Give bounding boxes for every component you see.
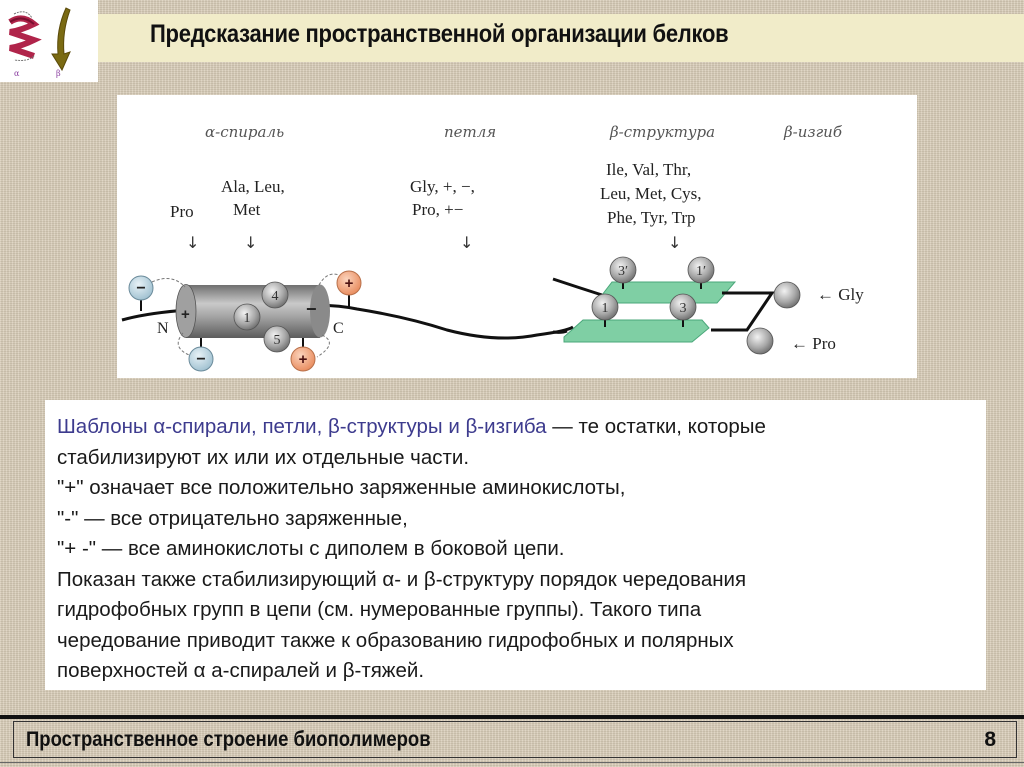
description-line: "-" — все отрицательно заряженные, xyxy=(57,506,408,530)
description-line: гидрофобных групп в цепи (см. нумерованн… xyxy=(57,598,702,621)
group-number: 1 xyxy=(602,301,609,316)
alpha-label: α xyxy=(14,69,20,78)
alpha-helix-icon xyxy=(8,11,42,61)
slide-title: Предсказание пространственной организаци… xyxy=(150,20,729,48)
positive-charge-icon xyxy=(290,346,316,372)
slide-logo: α β xyxy=(0,0,98,82)
description-box: Шаблоны α-спирали, петли, β-структуры и … xyxy=(45,400,986,690)
beta-strand-icon xyxy=(51,7,71,72)
description-line: стабилизируют их или их отдельные части. xyxy=(57,445,470,469)
beta-turn-chain xyxy=(711,291,775,332)
footer: Пространственное строение биополимеров 8 xyxy=(13,721,1017,758)
group-number: 5 xyxy=(274,333,281,348)
page-number: 8 xyxy=(984,728,996,751)
n-terminus-label: N xyxy=(157,320,169,337)
loop-residues-line2: Pro, +− xyxy=(412,200,463,219)
positive-charge-icon xyxy=(336,270,362,296)
beta-group-3 xyxy=(669,293,697,321)
charge-sign: − xyxy=(196,351,205,368)
beta-residues-line2: Leu, Met, Cys, xyxy=(600,184,702,203)
pro-sphere xyxy=(746,327,774,355)
header-alpha-helix: α-спираль xyxy=(205,123,284,141)
description-line: "+" означает все положительно заряженные… xyxy=(57,476,626,499)
helix-n-end-charge: + xyxy=(181,306,190,323)
hydrophobic-group-1 xyxy=(233,303,261,331)
helix-c-end-charge: − xyxy=(306,299,317,319)
description-line: чередование приводит также к образованию… xyxy=(57,628,734,652)
header-beta-structure: β-структура xyxy=(609,123,715,141)
bottom-divider xyxy=(0,762,1024,763)
helix-group2-line1: Ala, Leu, xyxy=(221,177,285,196)
helix-group1-residue: Pro xyxy=(170,202,194,221)
c-terminus-label: C xyxy=(333,320,344,337)
hydrophobic-group-4 xyxy=(261,281,289,309)
group-number: 4 xyxy=(272,289,279,304)
beta-label: β xyxy=(56,69,61,78)
beta-group-1-prime xyxy=(687,256,715,284)
beta-residues-line1: Ile, Val, Thr, xyxy=(606,160,691,179)
charge-sign: + xyxy=(299,351,308,368)
charge-sign: + xyxy=(345,275,354,292)
arrow-down-icon: ↓ xyxy=(668,233,681,252)
hydrophobic-group-5 xyxy=(263,325,291,353)
description-text: — те остатки, которые xyxy=(546,415,766,438)
footer-divider xyxy=(0,715,1024,719)
negative-charge-icon xyxy=(128,275,154,301)
beta-group-1 xyxy=(591,293,619,321)
helix-group2-line2: Met xyxy=(233,200,261,219)
diagram-panel: α-спираль петля β-структура β-изгиб Pro … xyxy=(117,95,917,378)
charge-sign: − xyxy=(136,280,145,297)
title-band xyxy=(98,14,1024,62)
description-line: Шаблоны α-спирали, петли, β-структуры и … xyxy=(57,412,766,443)
description-highlight: Шаблоны α-спирали, петли, β-структуры и … xyxy=(57,415,547,438)
footer-title: Пространственное строение биополимеров xyxy=(26,728,431,751)
group-number: 1 xyxy=(244,311,251,326)
description-line: Показан также стабилизирующий α- и β-стр… xyxy=(57,567,747,591)
gly-sphere xyxy=(773,281,801,309)
description-line: "+ -" — все аминокислоты с диполем в бок… xyxy=(57,537,565,560)
group-number: 3 xyxy=(680,301,687,316)
description-line: поверхностей α а-спиралей и β-тяжей. xyxy=(57,659,425,682)
group-number: 1′ xyxy=(696,264,706,279)
arrow-down-icon: ↓ xyxy=(186,233,199,252)
beta-turn-gly-label: ← Gly xyxy=(817,285,864,304)
arrow-down-icon: ↓ xyxy=(244,233,257,252)
beta-sheet-top xyxy=(601,281,737,304)
arrow-down-icon: ↓ xyxy=(460,233,473,252)
beta-residues-line3: Phe, Tyr, Trp xyxy=(607,208,696,227)
beta-group-3-prime xyxy=(609,256,637,284)
header-beta-turn: β-изгиб xyxy=(783,123,843,141)
group-number: 3′ xyxy=(618,264,628,279)
negative-charge-icon xyxy=(188,346,214,372)
header-loop: петля xyxy=(444,123,496,141)
beta-sheet-bottom xyxy=(563,319,710,343)
polypeptide-chain xyxy=(552,277,603,297)
beta-turn-pro-label: ← Pro xyxy=(791,334,836,353)
loop-residues-line1: Gly, +, −, xyxy=(410,177,475,196)
